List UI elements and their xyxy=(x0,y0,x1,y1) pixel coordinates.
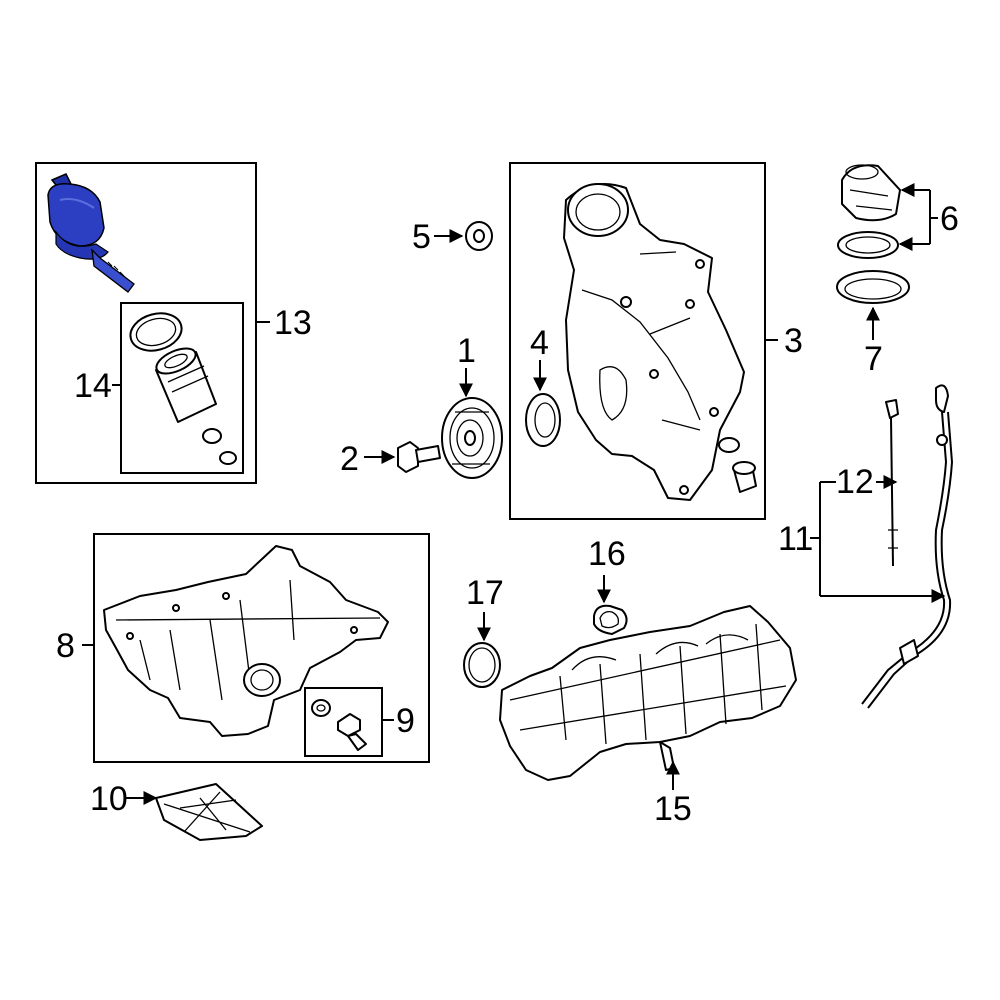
label-9: 9 xyxy=(396,702,415,740)
callout-16: 16 xyxy=(588,535,626,604)
filler-cap-gasket[interactable] xyxy=(837,231,899,259)
timing-cover-3[interactable] xyxy=(563,183,745,501)
label-16: 16 xyxy=(588,535,626,573)
label-6: 6 xyxy=(940,200,959,238)
callout-6: 6 xyxy=(898,183,959,251)
label-13: 13 xyxy=(274,304,312,342)
callout-10: 10 xyxy=(90,780,158,818)
callout-1: 1 xyxy=(457,332,476,398)
oil-pan-gasket-10[interactable] xyxy=(155,783,263,841)
label-4: 4 xyxy=(530,324,549,362)
oil-pan-8[interactable] xyxy=(103,545,389,737)
drain-plug-and-washer-9[interactable] xyxy=(311,699,367,751)
callout-5: 5 xyxy=(412,218,464,256)
dipstick-12[interactable] xyxy=(885,399,899,567)
callout-17: 17 xyxy=(466,574,504,642)
intake-manifold-15[interactable] xyxy=(499,605,797,781)
callout-2: 2 xyxy=(340,440,396,478)
label-15: 15 xyxy=(654,790,692,828)
cover-plug-and-ring[interactable] xyxy=(718,437,757,493)
label-17: 17 xyxy=(466,574,504,612)
label-14: 14 xyxy=(74,367,112,405)
dipstick-tube-11[interactable] xyxy=(861,384,954,709)
label-3: 3 xyxy=(784,322,803,360)
group-box-14 xyxy=(120,302,244,474)
callout-14: 14 xyxy=(74,367,121,405)
callout-15: 15 xyxy=(654,760,692,828)
callout-4: 4 xyxy=(530,324,549,392)
bolt-2[interactable] xyxy=(397,441,441,473)
callout-8: 8 xyxy=(56,627,94,665)
group-box-8 xyxy=(93,533,430,763)
front-seal-4[interactable] xyxy=(525,393,561,447)
callout-12: 12 xyxy=(836,463,898,501)
callout-11: 11 xyxy=(778,481,946,603)
callout-3: 3 xyxy=(765,322,803,360)
callout-7: 7 xyxy=(864,306,883,378)
oil-filter-housing-cap[interactable] xyxy=(47,173,135,293)
callout-9: 9 xyxy=(382,702,415,740)
group-box-9 xyxy=(304,687,383,757)
throttle-gasket-17[interactable] xyxy=(463,642,501,688)
label-2: 2 xyxy=(340,440,359,478)
filler-neck-seal-7[interactable] xyxy=(836,270,910,304)
manifold-gasket-16[interactable] xyxy=(593,604,628,635)
label-12: 12 xyxy=(836,463,874,501)
callout-13: 13 xyxy=(256,304,312,342)
label-7: 7 xyxy=(864,340,883,378)
label-5: 5 xyxy=(412,218,431,256)
crankshaft-pulley-1[interactable] xyxy=(441,397,503,479)
label-1: 1 xyxy=(457,332,476,370)
oil-filter-kit[interactable] xyxy=(126,308,237,465)
seal-5[interactable] xyxy=(465,221,493,251)
label-11: 11 xyxy=(778,520,813,558)
oil-filler-cap-6[interactable] xyxy=(841,164,901,222)
label-10: 10 xyxy=(90,780,128,818)
label-8: 8 xyxy=(56,627,75,665)
